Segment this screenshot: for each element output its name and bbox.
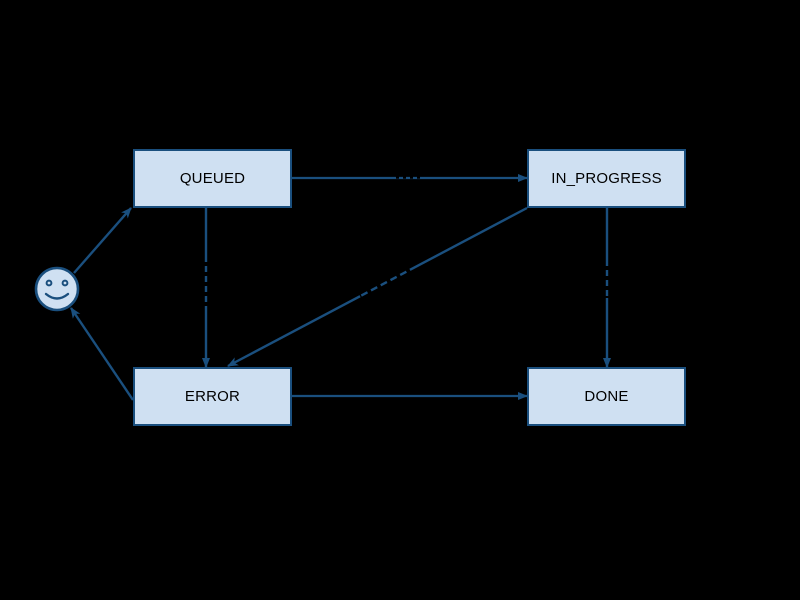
smiley-mouth-icon xyxy=(44,292,70,300)
edge-error-to-start xyxy=(70,307,134,401)
start-node-smiley[interactable] xyxy=(34,266,80,312)
state-node-done[interactable]: DONE xyxy=(527,367,686,426)
edge-start-to-queued xyxy=(73,207,132,274)
smiley-eye-left-icon xyxy=(45,279,53,287)
state-label-done: DONE xyxy=(584,388,629,405)
state-label-queued: QUEUED xyxy=(179,170,246,187)
state-node-queued[interactable]: QUEUED xyxy=(133,149,292,208)
smiley-face-icon xyxy=(34,266,80,312)
state-node-error[interactable]: ERROR xyxy=(133,367,292,426)
edge-in-progress-to-error-label-gap xyxy=(359,268,411,298)
state-label-error: ERROR xyxy=(184,388,241,405)
smiley-eye-right-icon xyxy=(61,279,69,287)
state-label-in-progress: IN_PROGRESS xyxy=(551,170,662,187)
state-node-in-progress[interactable]: IN_PROGRESS xyxy=(527,149,686,208)
